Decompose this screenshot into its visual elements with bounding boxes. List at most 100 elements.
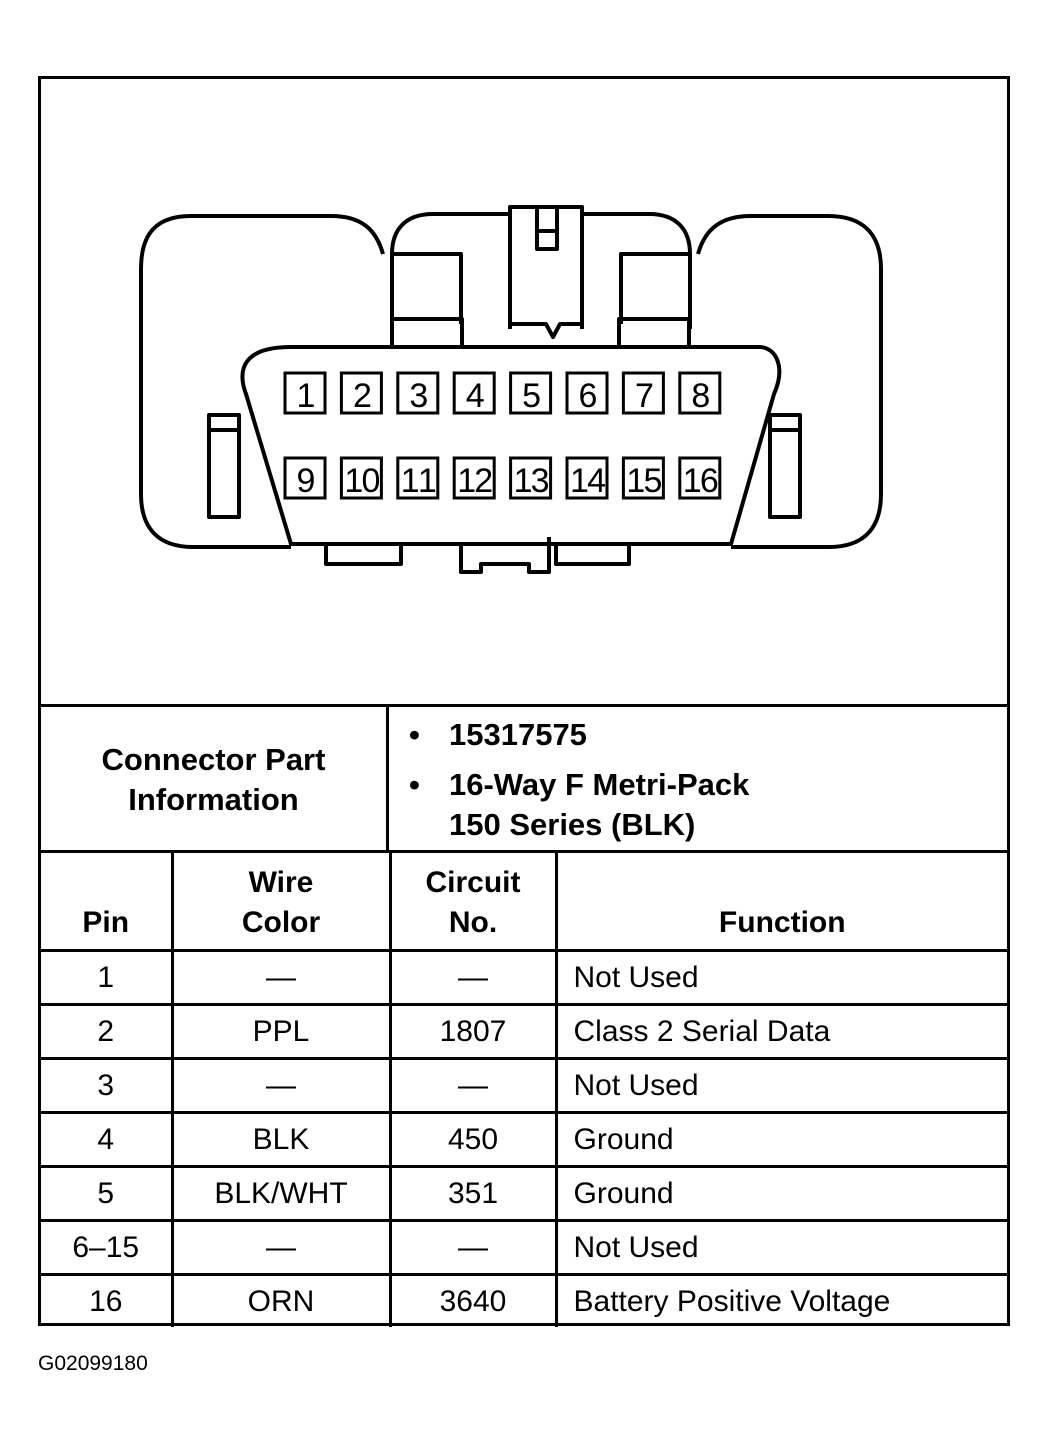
table-row: 4 BLK 450 Ground bbox=[41, 1111, 1007, 1168]
cell-circuit: 1807 bbox=[388, 1003, 558, 1060]
table-row: 3 — — Not Used bbox=[41, 1057, 1007, 1114]
cell-wire-color: ORN bbox=[170, 1273, 392, 1327]
bullet: • bbox=[409, 767, 420, 802]
pin-cavity bbox=[339, 456, 383, 500]
part-number-item: • 15317575 bbox=[409, 715, 587, 755]
pin-cavity bbox=[621, 456, 665, 500]
connector-right-lobe bbox=[696, 214, 883, 549]
pin-cavity bbox=[396, 371, 440, 415]
pin-number-label: 7 bbox=[635, 377, 654, 415]
cell-pin: 2 bbox=[41, 1003, 174, 1060]
header-function: Function bbox=[554, 850, 1007, 952]
pin-number-label: 6 bbox=[579, 377, 598, 415]
cell-wire-color: BLK/WHT bbox=[170, 1165, 392, 1222]
bottom-tab-right bbox=[554, 544, 631, 566]
pin-number-label: 11 bbox=[401, 462, 437, 500]
cell-pin: 3 bbox=[41, 1057, 174, 1114]
pin-cavity bbox=[565, 456, 609, 500]
figure-id: G02099180 bbox=[38, 1352, 148, 1375]
part-info-label-line2: Information bbox=[128, 782, 299, 817]
right-retainer bbox=[768, 413, 802, 519]
cell-pin: 6–15 bbox=[41, 1219, 174, 1276]
pin-cavity bbox=[621, 371, 665, 415]
pin-cavity bbox=[678, 456, 722, 500]
bottom-key bbox=[459, 544, 551, 574]
cell-circuit: 3640 bbox=[388, 1273, 558, 1327]
cell-wire-color: — bbox=[170, 1219, 392, 1276]
connector-pin-face bbox=[240, 345, 782, 546]
cell-circuit: 351 bbox=[388, 1165, 558, 1222]
pin-number-label: 9 bbox=[297, 462, 316, 500]
pin-number-label: 2 bbox=[353, 377, 372, 415]
cell-circuit: — bbox=[388, 949, 558, 1006]
table-row: 1 — — Not Used bbox=[41, 949, 1007, 1006]
pin-number-label: 5 bbox=[522, 377, 541, 415]
cell-circuit: — bbox=[388, 1219, 558, 1276]
connector-type: 16-Way F Metri-Pack bbox=[449, 767, 750, 802]
pin-number-label: 15 bbox=[626, 462, 662, 500]
bottom-pin-row: 9 10 11 12 13 14 15 16 bbox=[283, 456, 722, 500]
pin-number-label: 8 bbox=[691, 377, 710, 415]
connector-series: 150 Series (BLK) bbox=[449, 807, 696, 842]
header-pin: Pin bbox=[41, 850, 174, 952]
pin-cavity bbox=[452, 456, 496, 500]
bottom-tab-left bbox=[324, 544, 403, 566]
cell-pin: 1 bbox=[41, 949, 174, 1006]
connector-part-info: Connector Part Information • 15317575 • … bbox=[41, 704, 1007, 853]
cell-function: Not Used bbox=[554, 1219, 1007, 1276]
cell-circuit: 450 bbox=[388, 1111, 558, 1168]
pin-number-label: 13 bbox=[514, 462, 550, 500]
part-number: 15317575 bbox=[449, 717, 587, 752]
pin-number-label: 3 bbox=[409, 377, 428, 415]
cell-wire-color: BLK bbox=[170, 1111, 392, 1168]
pin-cavity bbox=[565, 371, 609, 415]
cell-pin: 5 bbox=[41, 1165, 174, 1222]
cell-wire-color: — bbox=[170, 949, 392, 1006]
cell-function: Not Used bbox=[554, 949, 1007, 1006]
bullet: • bbox=[409, 717, 420, 752]
pin-cavity bbox=[283, 456, 327, 500]
pin-cavity bbox=[509, 371, 553, 415]
cell-pin: 4 bbox=[41, 1111, 174, 1168]
pin-cavity bbox=[396, 456, 440, 500]
cell-pin: 16 bbox=[41, 1273, 174, 1327]
cell-wire-color: PPL bbox=[170, 1003, 392, 1060]
pin-number-label: 12 bbox=[457, 462, 493, 500]
pin-cavity bbox=[283, 371, 327, 415]
cell-function: Not Used bbox=[554, 1057, 1007, 1114]
table-row: 6–15 — — Not Used bbox=[41, 1219, 1007, 1276]
table-row: 2 PPL 1807 Class 2 Serial Data bbox=[41, 1003, 1007, 1060]
cell-circuit: — bbox=[388, 1057, 558, 1114]
pin-number-label: 16 bbox=[683, 462, 719, 500]
connector-latch bbox=[508, 205, 584, 212]
pin-cavity bbox=[509, 456, 553, 500]
cell-function: Ground bbox=[554, 1111, 1007, 1168]
table-row: 16 ORN 3640 Battery Positive Voltage bbox=[41, 1273, 1007, 1327]
part-info-label-line1: Connector Part bbox=[101, 742, 326, 777]
connector-left-lobe bbox=[139, 214, 385, 549]
pin-cavity bbox=[678, 371, 722, 415]
connector-center-lobe bbox=[390, 212, 512, 329]
pin-number-label: 4 bbox=[466, 377, 485, 415]
pin-cavity bbox=[339, 371, 383, 415]
table-row: 5 BLK/WHT 351 Ground bbox=[41, 1165, 1007, 1222]
cell-function: Battery Positive Voltage bbox=[554, 1273, 1007, 1327]
pin-number-label: 10 bbox=[344, 462, 380, 500]
cell-wire-color: — bbox=[170, 1057, 392, 1114]
part-info-label: Connector Part Information bbox=[41, 707, 389, 853]
pin-number-label: 14 bbox=[570, 462, 606, 500]
pin-cavity bbox=[452, 371, 496, 415]
cell-function: Ground bbox=[554, 1165, 1007, 1222]
cell-function: Class 2 Serial Data bbox=[554, 1003, 1007, 1060]
pin-number-label: 1 bbox=[297, 377, 316, 415]
part-info-list: • 15317575 • 16-Way F Metri-Pack 150 Ser… bbox=[389, 707, 1007, 853]
connector-type-item: • 16-Way F Metri-Pack 150 Series (BLK) bbox=[409, 765, 750, 845]
